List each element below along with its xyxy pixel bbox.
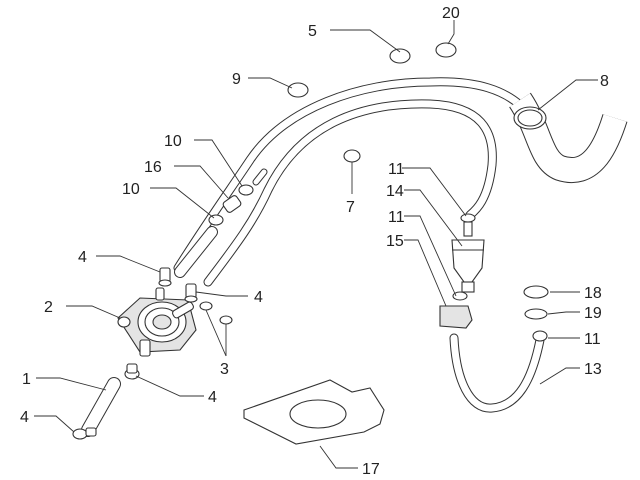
- callout-4-top: 4: [78, 249, 87, 266]
- hose-connector-16: [208, 168, 268, 226]
- callout-2: 2: [44, 299, 53, 316]
- callout-13: 13: [584, 361, 602, 378]
- leader-lines: [34, 20, 598, 469]
- short-fuel-tube: [174, 226, 218, 278]
- clamp-19: [524, 308, 548, 320]
- return-hose-13: [449, 333, 545, 413]
- callout-4-right: 4: [254, 289, 263, 306]
- callout-10-top: 10: [164, 133, 182, 150]
- clamp-11-lower: [532, 330, 548, 342]
- callout-17: 17: [362, 461, 380, 478]
- callout-3: 3: [220, 361, 229, 378]
- callout-15: 15: [386, 233, 404, 250]
- callout-1: 1: [22, 371, 31, 388]
- mounting-plate-17: [243, 379, 385, 445]
- callout-19: 19: [584, 305, 602, 322]
- callout-11-mid: 11: [388, 209, 405, 226]
- hose-joint-15: [439, 305, 473, 329]
- callout-10-lower: 10: [122, 181, 140, 198]
- callout-8: 8: [600, 73, 609, 90]
- pump-outlet-hose: [81, 377, 121, 437]
- fuel-pump: [117, 287, 197, 357]
- callout-20: 20: [442, 5, 460, 22]
- fitting-4-bottom: [72, 427, 97, 440]
- screws-3: [199, 301, 233, 325]
- callout-4-lower: 4: [208, 389, 217, 406]
- fitting-4-lower: [124, 363, 140, 380]
- clamp-18: [523, 285, 549, 299]
- clamp-9: [287, 82, 309, 98]
- fuel-filter: [451, 213, 485, 301]
- main-fuel-hoses: [173, 77, 525, 287]
- callout-16: 16: [144, 159, 162, 176]
- callout-labels: 5 20 9 8 7 10 16 10 11 14 11 15 4 4 2 3 …: [20, 5, 609, 478]
- fitting-4-top: [158, 267, 172, 287]
- callout-5: 5: [308, 23, 317, 40]
- callout-18: 18: [584, 285, 602, 302]
- fitting-4-right: [184, 283, 198, 303]
- callout-11-top: 11: [388, 161, 405, 178]
- callout-9: 9: [232, 71, 241, 88]
- hose-clamp-large: [513, 106, 547, 130]
- callout-11-lower: 11: [584, 331, 601, 348]
- clamp-5: [389, 48, 411, 64]
- clamp-20: [435, 42, 457, 58]
- callout-4-bottom: 4: [20, 409, 29, 426]
- callout-7: 7: [346, 199, 355, 216]
- clamp-7: [343, 149, 361, 163]
- callout-14: 14: [386, 183, 404, 200]
